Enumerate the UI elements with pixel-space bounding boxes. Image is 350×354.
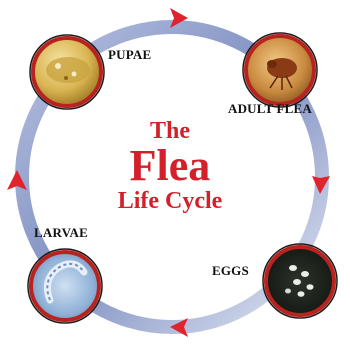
- adult-flea-node: [243, 33, 317, 107]
- eggs-node: [263, 244, 337, 318]
- larvae-node: [28, 249, 102, 323]
- stage-label-adult-flea: ADULT FLEA: [228, 101, 312, 117]
- pupae-node: [30, 35, 104, 109]
- title-line-flea: Flea: [95, 144, 245, 188]
- stage-label-eggs: EGGS: [212, 263, 249, 279]
- stage-label-larvae: LARVAE: [34, 225, 88, 241]
- stage-label-pupae: PUPAE: [108, 47, 151, 63]
- title-line-life-cycle: Life Cycle: [95, 188, 245, 214]
- diagram-title: The Flea Life Cycle: [95, 118, 245, 214]
